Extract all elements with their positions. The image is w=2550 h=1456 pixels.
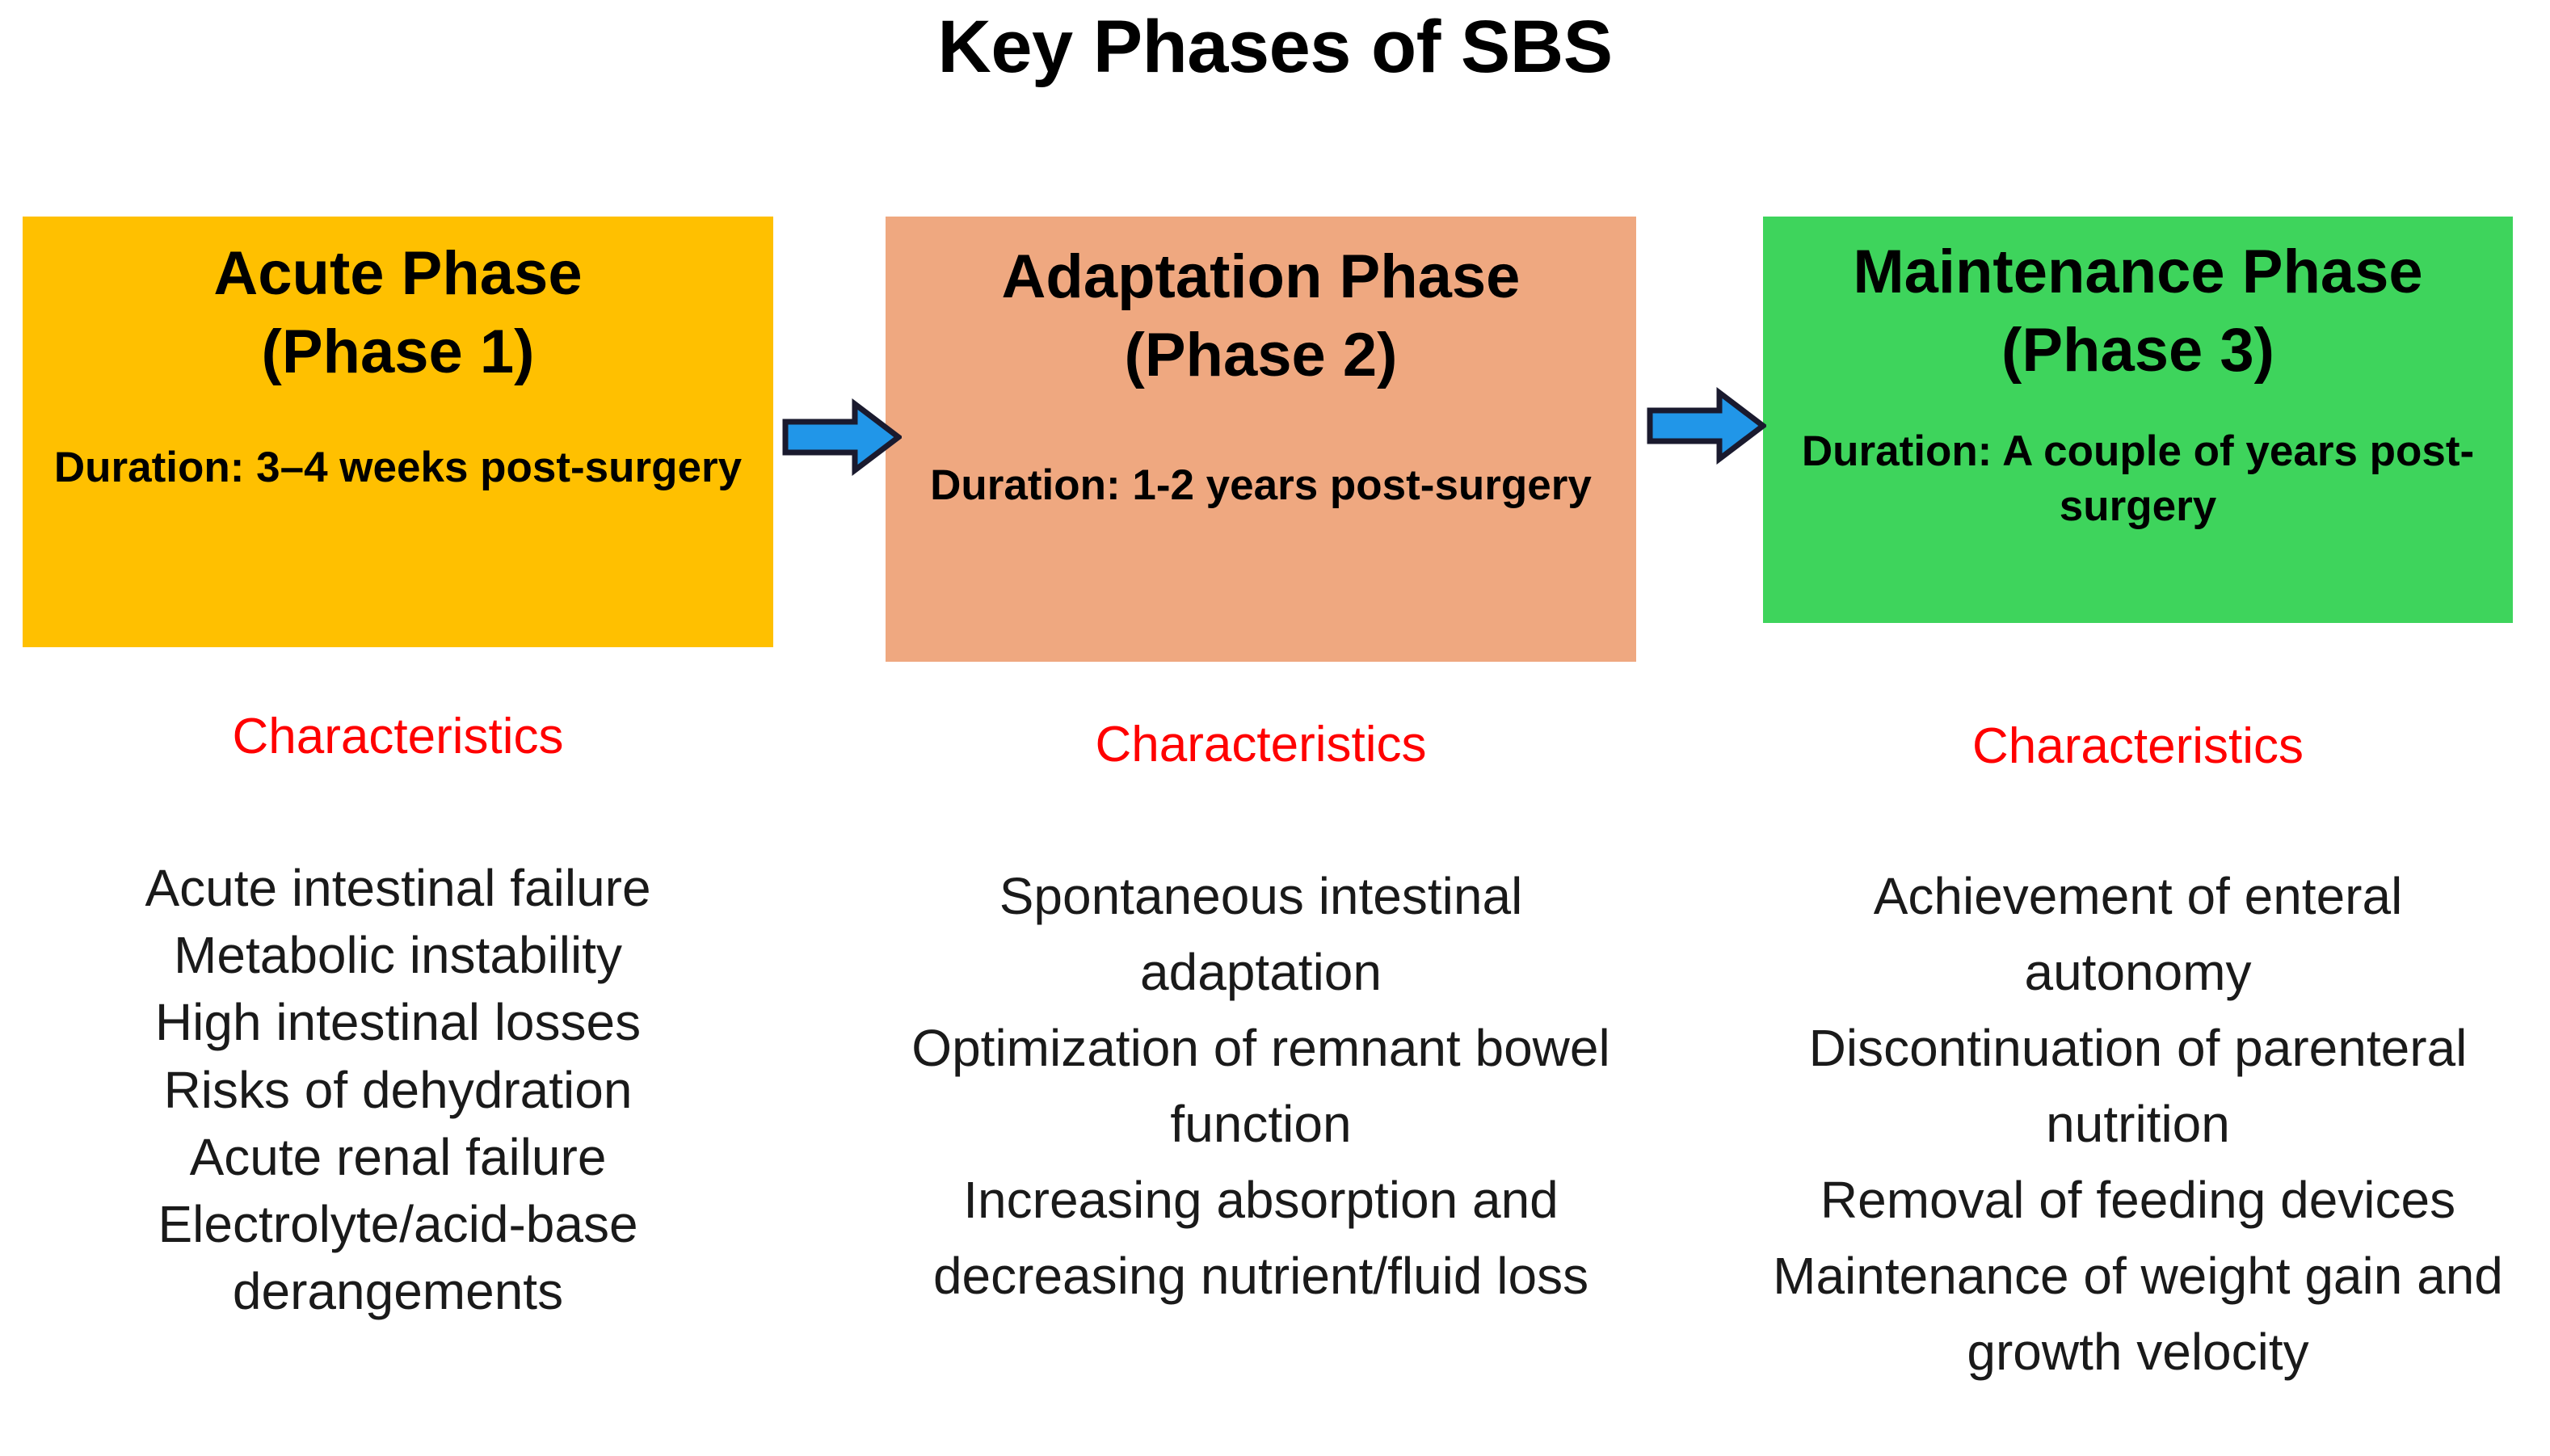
phase-title-acute: Acute Phase (Phase 1) [213, 239, 583, 387]
phase-duration-adaptation: Duration: 1-2 years post-surgery [930, 461, 1592, 509]
characteristic-item: Discontinuation of parenteral nutrition [1808, 1019, 2468, 1154]
phase-title-adaptation: Adaptation Phase (Phase 2) [1001, 242, 1521, 390]
characteristics-heading-maintenance: Characteristics [1972, 718, 2304, 774]
arrow-right-icon [1647, 386, 1768, 465]
characteristic-item: Spontaneous intestinal adaptation [999, 867, 1523, 1002]
characteristic-item: Risks of dehydration [163, 1060, 633, 1119]
characteristic-item: High intestinal losses [154, 993, 642, 1052]
characteristic-item: Metabolic instability [174, 926, 622, 985]
characteristic-item: Increasing absorption and decreasing nut… [932, 1171, 1589, 1306]
characteristics-heading-acute: Characteristics [232, 709, 564, 764]
phase-duration-maintenance: Duration: A couple of years post-surgery [1801, 427, 2475, 531]
page-title: Key Phases of SBS [937, 6, 1613, 88]
characteristic-item: Removal of feeding devices [1820, 1171, 2456, 1230]
characteristic-item: Acute intestinal failure [145, 859, 651, 917]
characteristic-item: Achievement of enteral autonomy [1873, 867, 2403, 1002]
phase-title-maintenance: Maintenance Phase (Phase 3) [1853, 238, 2423, 385]
characteristic-item: Optimization of remnant bowel function [911, 1019, 1610, 1154]
characteristic-item: Electrolyte/acid-base derangements [158, 1194, 638, 1321]
arrow-right-icon [782, 398, 903, 477]
phase-duration-acute: Duration: 3–4 weeks post-surgery [53, 443, 743, 491]
characteristic-item: Maintenance of weight gain and growth ve… [1773, 1247, 2503, 1382]
phase-box-maintenance: Maintenance Phase (Phase 3) Duration: A … [1763, 217, 2513, 623]
phase-box-acute: Acute Phase (Phase 1) Duration: 3–4 week… [23, 217, 773, 647]
phase-box-adaptation: Adaptation Phase (Phase 2) Duration: 1-2… [886, 217, 1636, 662]
characteristics-heading-adaptation: Characteristics [1095, 717, 1427, 772]
characteristic-item: Acute renal failure [189, 1127, 607, 1186]
